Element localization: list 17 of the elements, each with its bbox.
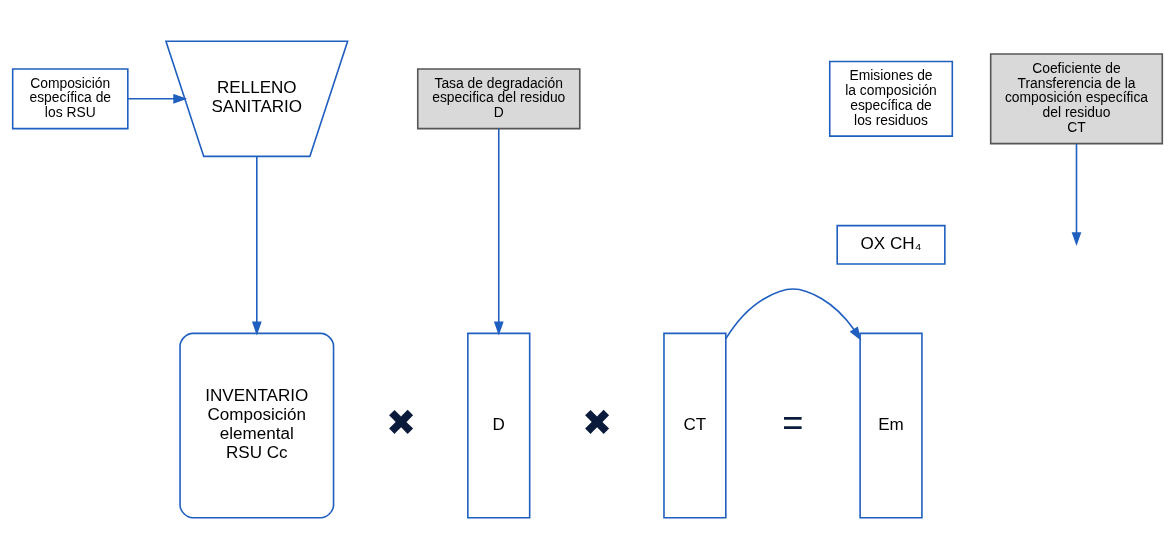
node-box: Em	[859, 332, 923, 519]
arrow	[1071, 142, 1082, 246]
node-box: CT	[663, 332, 727, 519]
node-box: D	[467, 332, 531, 519]
arrow	[251, 155, 262, 335]
node-box: Emisiones de la composición específica de los residuos	[828, 60, 954, 137]
node-box: INVENTARIO Composición elemental RSU Cc	[179, 332, 335, 519]
label: =	[782, 401, 804, 443]
label: ✖	[581, 401, 612, 443]
label: ✖	[385, 401, 416, 443]
node-box: OX CH₄	[836, 224, 946, 265]
arrow	[725, 287, 862, 341]
arrow	[127, 93, 188, 104]
arrow	[493, 127, 504, 335]
node-box: Tasa de degradación especifica del residuo D	[416, 67, 581, 129]
node-box: Coeficiente de Transferencia de la composición específica del residuo CT	[989, 52, 1164, 144]
node-box: Composición específica de los RSU	[11, 67, 129, 129]
